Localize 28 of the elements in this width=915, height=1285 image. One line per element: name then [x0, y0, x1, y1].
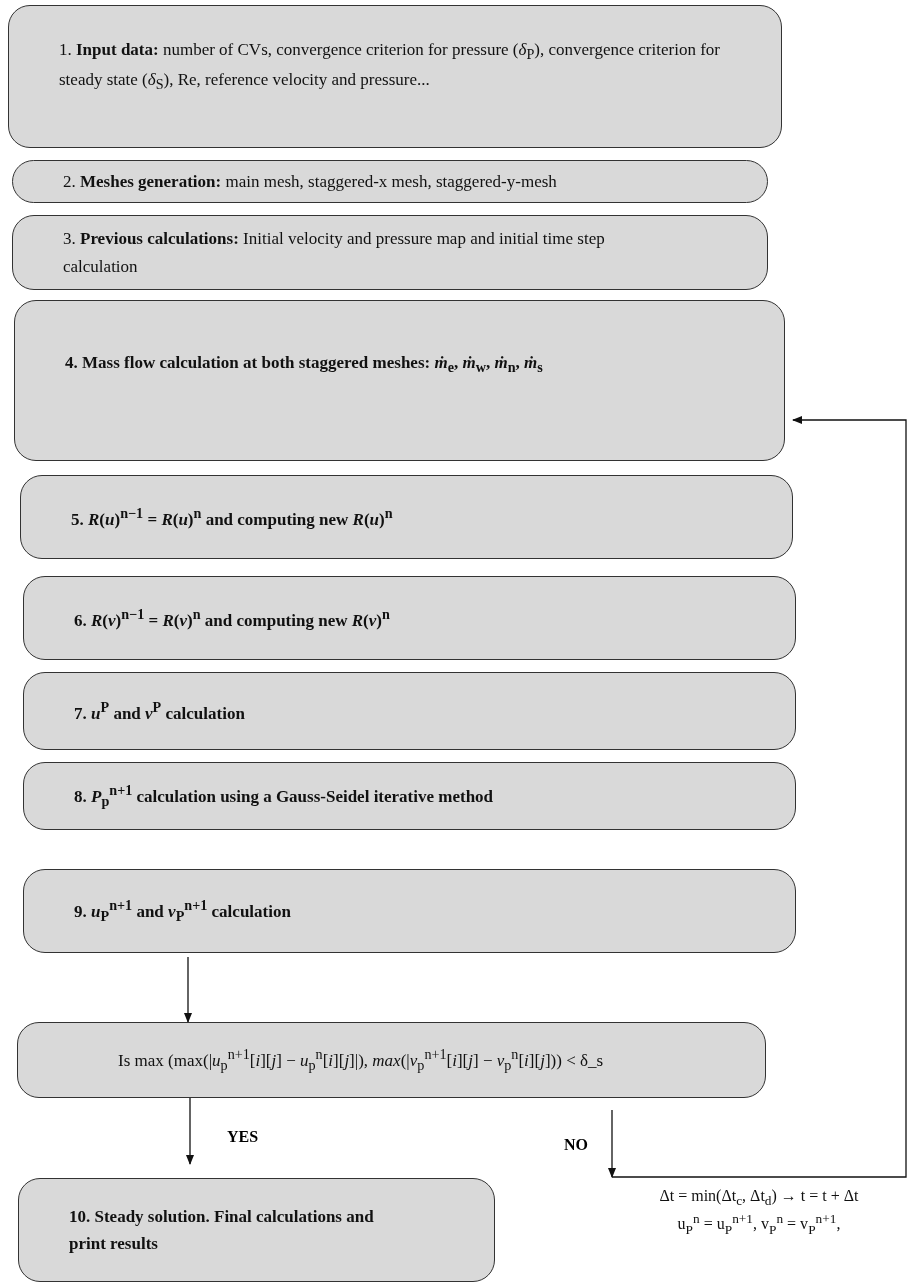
- formula-text: u$_{P}$$^{n}$ = u$_{P}$$^{n+1}$, v$_{P}$$^{n}$ = v$_{P}$$^{n+1}$,: [677, 1210, 841, 1239]
- process-box: [20, 475, 793, 559]
- process-box: [12, 160, 768, 203]
- step-text: 6. R(v)$^{n−1}$ = R(v)$^{n}$ and computing new R(v)$^{n}$: [74, 604, 391, 632]
- step-text: 10. Steady solution. Final calculations and print results: [69, 1205, 375, 1255]
- step-text: Is max (max(|u$_{p}$$^{n+1}$[i][j] − u$_{p}$$^{n}$[i][j]|), max(|v$_{p}$$^{n+1}$[i][j] − v$_{p}$$^{n}$[i][j])) < δ_s: [118, 1045, 605, 1076]
- arrow: [608, 1109, 616, 1178]
- step-text: 8. P$_{p}$$^{n+1}$ calculation using a Gauss-Seidel iterative method: [74, 781, 495, 812]
- process-box: [18, 1178, 495, 1282]
- step-text: 2. Meshes generation: main mesh, staggered-x mesh, staggered-y-mesh: [63, 170, 558, 193]
- process-box: [14, 300, 785, 461]
- decision-box: [17, 1022, 766, 1098]
- process-box: [23, 672, 796, 750]
- step-text: 5. R(u)$^{n−1}$ = R(u)$^{n}$ and computing new R(u)$^{n}$: [71, 503, 394, 531]
- step-text: 1. Input data: number of CVs, convergence criterion for pressure (δ$_{P}$), convergence criterion for steady state (δ$_{S}$), Re, reference velocity and pressure...: [59, 39, 721, 95]
- arrow: [611, 416, 907, 1178]
- arrow: [184, 956, 192, 1023]
- formula-text: Δt = min(Δt$_{c}$, Δt$_{d}$) → t = t + Δt: [659, 1186, 859, 1211]
- arrow: [186, 1097, 194, 1165]
- step-text: 3. Previous calculations: Initial velocity and pressure map and initial time step calculation: [63, 228, 606, 278]
- process-box: [23, 576, 796, 660]
- process-box: [12, 215, 768, 290]
- step-text: 4. Mass flow calculation at both staggered meshes: ṁ$_{e}$, ṁ$_{w}$, ṁ$_{n}$, ṁ$_{s}$: [65, 352, 544, 378]
- process-box: [8, 5, 782, 148]
- process-box: [23, 869, 796, 953]
- process-box: [23, 762, 796, 830]
- step-text: 9. u$_{P}$$^{n+1}$ and v$_{P}$$^{n+1}$ calculation: [74, 896, 292, 927]
- step-text: 7. u$^{P}$ and v$^{P}$ calculation: [74, 697, 246, 725]
